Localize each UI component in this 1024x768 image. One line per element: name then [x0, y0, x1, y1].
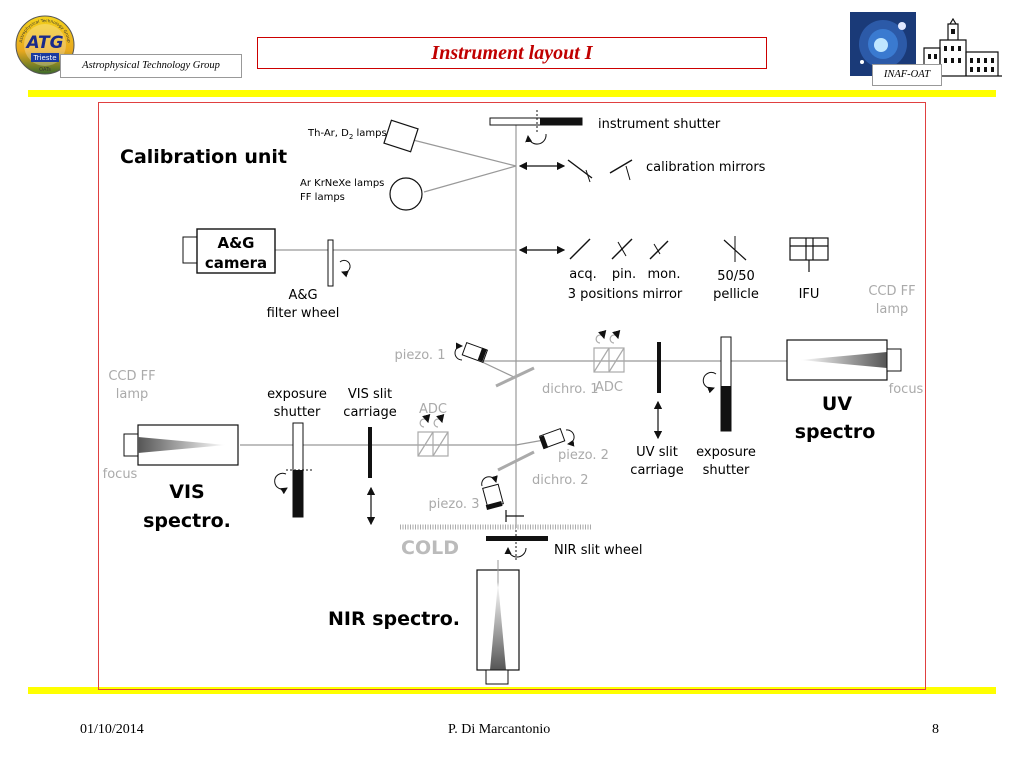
- nir-slit-wheel: [486, 530, 548, 560]
- piezo-2: [538, 427, 575, 450]
- ccd-ff-lamp-right-label-2: lamp: [876, 302, 909, 317]
- ag-camera: [182, 228, 276, 274]
- group-name-label: Astrophysical Technology Group: [60, 54, 242, 78]
- footer-page-number: 8: [932, 722, 939, 737]
- focus-right-label: focus: [889, 382, 924, 397]
- ff-lamps-label: FF lamps: [300, 192, 345, 203]
- cold-label: COLD: [401, 537, 459, 559]
- piezo-3: [481, 475, 524, 522]
- uv-spectro-label-1: UV: [822, 393, 852, 415]
- uv-exposure-shutter: [702, 336, 732, 432]
- piezo2-label: piezo. 2: [558, 448, 609, 463]
- adc-lower-label: ADC: [419, 402, 447, 417]
- calibration-mirrors: [567, 159, 633, 183]
- piezo3-label: piezo. 3: [429, 497, 480, 512]
- svg-text:Trieste: Trieste: [32, 54, 56, 62]
- ccd-ff-lamp-left-label-1: CCD FF: [108, 369, 155, 384]
- uv-spectro-label-2: spectro: [795, 421, 876, 443]
- pellicle-label-2: pellicle: [713, 287, 759, 302]
- pellicle-label-1: 50/50: [717, 269, 754, 284]
- dichro2-label: dichro. 2: [532, 473, 589, 488]
- adc-upper-label: ADC: [595, 380, 623, 395]
- svg-text:ATG: ATG: [24, 33, 63, 53]
- focus-left-label: focus: [103, 467, 138, 482]
- nir-slit-wheel-label: NIR slit wheel: [554, 543, 642, 558]
- ifu-label: IFU: [799, 287, 820, 302]
- footer-date: 01/10/2014: [80, 722, 144, 737]
- piezo-1: [454, 341, 489, 363]
- pin-label: pin.: [612, 267, 636, 282]
- nir-spectrograph: [476, 560, 520, 685]
- ag-filter-wheel: [327, 239, 351, 287]
- vis-spectro-label-1: VIS: [169, 481, 204, 503]
- top-yellow-rule: [28, 90, 996, 97]
- vis-spectro-label-2: spectro.: [143, 510, 231, 532]
- ar-lamp-circle: [389, 177, 423, 211]
- uv-exposure-shutter-label-1: exposure: [696, 445, 756, 460]
- instrument-shutter: [489, 110, 583, 145]
- three-positions-mirror: [569, 238, 669, 260]
- adc-lower: [417, 413, 449, 457]
- calibration-mirrors-label: calibration mirrors: [646, 160, 766, 175]
- ag-camera-label-2: camera: [205, 254, 267, 272]
- ag-filter-label-2: filter wheel: [267, 306, 340, 321]
- positions-mirror-label: 3 positions mirror: [568, 287, 683, 302]
- bottom-yellow-rule: [28, 687, 996, 694]
- uv-exposure-shutter-label-2: shutter: [703, 463, 750, 478]
- vis-exposure-shutter: [274, 422, 312, 518]
- ar-lamps-label: Ar KrNeXe lamps: [300, 178, 384, 189]
- ccd-ff-lamp-left-label-2: lamp: [116, 387, 149, 402]
- diagram-frame: [98, 102, 926, 690]
- uv-slit-label-1: UV slit: [636, 445, 678, 460]
- vis-exposure-shutter-label-2: shutter: [274, 405, 321, 420]
- thar-lamp-box: [383, 119, 419, 153]
- pellicle: [723, 236, 747, 262]
- vis-exposure-shutter-label-1: exposure: [267, 387, 327, 402]
- page-title: Instrument layout I: [257, 37, 767, 69]
- inaf-oat-label: INAF-OAT: [872, 64, 942, 86]
- uv-spectrograph: [786, 339, 902, 381]
- ifu: [789, 237, 829, 272]
- vis-slit-label-2: carriage: [343, 405, 396, 420]
- ccd-ff-lamp-right-label-1: CCD FF: [868, 284, 915, 299]
- instrument-shutter-label: instrument shutter: [598, 117, 721, 132]
- calibration-unit-title: Calibration unit: [120, 146, 287, 168]
- piezo1-label: piezo. 1: [395, 348, 446, 363]
- mon-label: mon.: [648, 267, 681, 282]
- acq-label: acq.: [569, 267, 597, 282]
- nir-spectro-label: NIR spectro.: [328, 608, 460, 630]
- dichroic-2: [497, 450, 535, 472]
- vis-spectrograph: [123, 424, 239, 466]
- vis-slit-label-1: VIS slit: [348, 387, 392, 402]
- footer-author: P. Di Marcantonio: [448, 722, 551, 737]
- atg-logo: ATG Trieste OATs Astrophysical Technolog…: [15, 15, 75, 75]
- ag-camera-label-1: A&G: [217, 234, 254, 252]
- uv-slit-label-2: carriage: [630, 463, 683, 478]
- ag-filter-label-1: A&G: [288, 288, 317, 303]
- dichro1-label: dichro. 1: [542, 382, 599, 397]
- thar-lamps-label: Th-Ar, D2 lamps: [307, 128, 387, 141]
- dichroic-1: [495, 366, 535, 388]
- svg-text:OATs: OATs: [39, 67, 51, 73]
- adc-upper: [593, 329, 625, 373]
